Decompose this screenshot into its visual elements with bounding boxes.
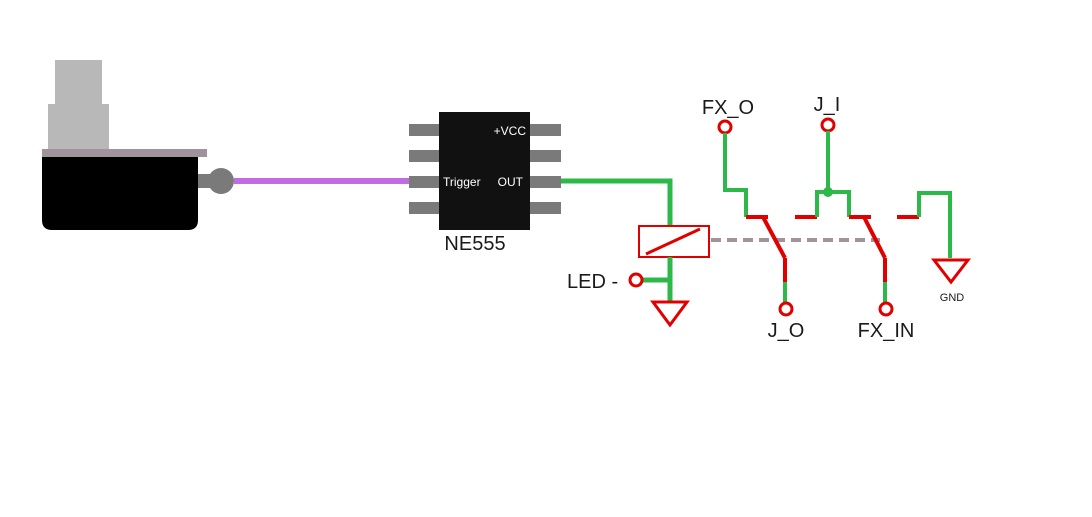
ground-symbol [650, 300, 690, 328]
fx-o-wire [723, 133, 748, 217]
adapter-jack-plug [208, 168, 234, 194]
adapter-plate [42, 149, 207, 157]
fx-in-label: FX_IN [858, 320, 915, 342]
fx-in-terminal [878, 301, 894, 317]
relay-switch-2 [849, 215, 919, 302]
chip-pin [409, 176, 440, 188]
chip-body [439, 112, 530, 230]
j-o-label: J_O [768, 320, 805, 342]
chip-pin [529, 202, 561, 214]
gnd-label: GND [940, 292, 965, 304]
chip-pin-label-out: OUT [498, 175, 524, 189]
chip-pin [409, 124, 440, 136]
chip-pin-label-vcc: +VCC [494, 124, 527, 138]
relay-coil-slash [645, 227, 701, 256]
chip-pin [409, 202, 440, 214]
switch-2-blade [862, 216, 887, 259]
out-wire [561, 178, 673, 226]
chip-pin-label-trigger: Trigger [443, 175, 481, 189]
chip-pin [529, 124, 561, 136]
adapter-body [42, 157, 198, 230]
j-i-branch [815, 190, 851, 217]
j-i-junction [823, 187, 833, 197]
chip-pin [529, 176, 561, 188]
fx-o-label: FX_O [702, 97, 754, 119]
switch-1-blade [761, 216, 787, 259]
power-adapter [42, 60, 234, 230]
adapter-plug-base [48, 104, 109, 150]
gnd-symbol [930, 258, 972, 285]
j-i-label: J_I [814, 94, 841, 116]
relay-coil [638, 225, 710, 258]
j-o-terminal [778, 301, 794, 317]
led-minus-terminal [628, 272, 644, 288]
gnd-wire [917, 191, 952, 258]
j-i-terminal [820, 117, 836, 133]
chip-name-label: NE555 [444, 233, 505, 255]
fx-o-terminal [717, 119, 733, 135]
adapter-plug-top [55, 60, 102, 106]
relay-switch-1 [746, 215, 817, 302]
led-minus-label: LED - [567, 271, 618, 293]
ne555-chip: +VCC Trigger OUT NE555 [409, 112, 561, 255]
chip-pin [529, 150, 561, 162]
chip-pin [409, 150, 440, 162]
